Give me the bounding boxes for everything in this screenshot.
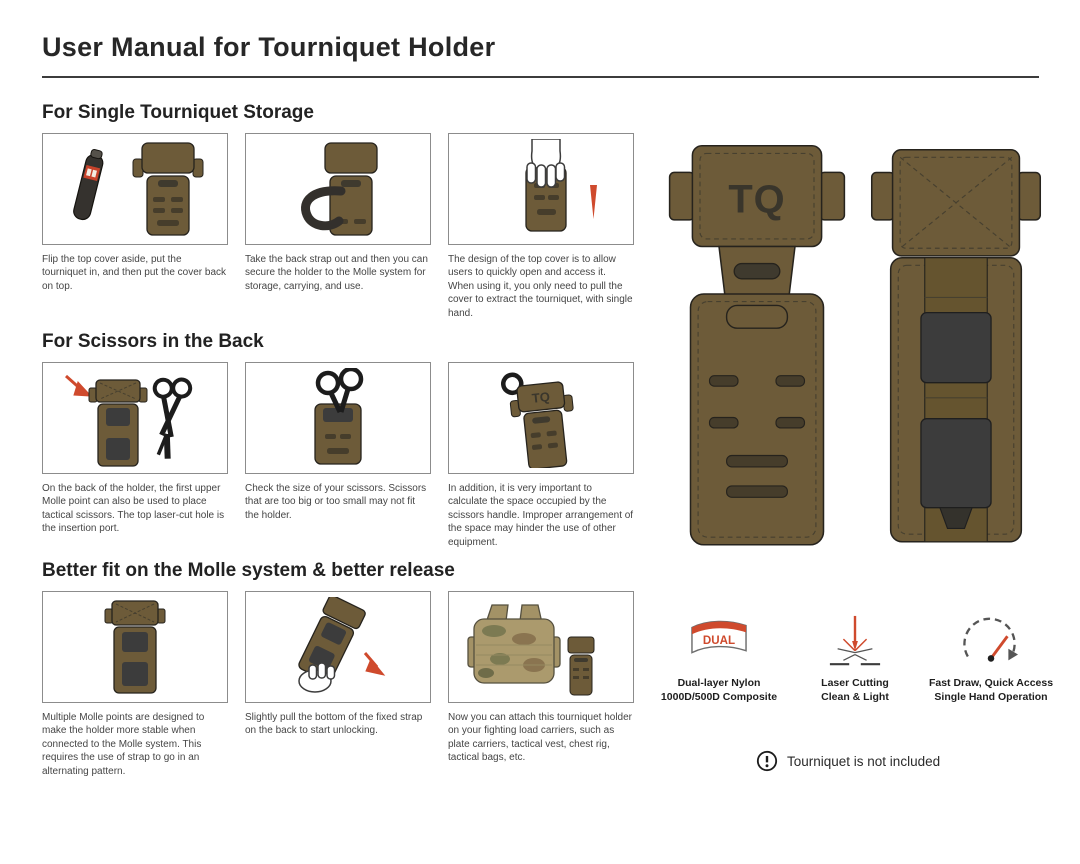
step-card: Take the back strap out and then you can… xyxy=(245,133,431,320)
step-caption: On the back of the holder, the first upp… xyxy=(42,483,225,535)
step-caption: In addition, it is very important to cal… xyxy=(448,483,634,548)
steps-row: Multiple Molle points are designed to ma… xyxy=(42,591,642,778)
scissors-icon xyxy=(315,368,364,414)
step-card: Now you can attach this tourniquet holde… xyxy=(448,591,634,778)
dual-layer-flag-icon: DUAL xyxy=(655,612,783,670)
scissors-handle-icon xyxy=(501,372,524,396)
holder-molle-points-illustration xyxy=(104,600,166,694)
pull-bottom-strap-illustration xyxy=(298,597,386,693)
feature-title: Dual-layer Nylon xyxy=(677,677,761,689)
holder-strap-out-illustration xyxy=(301,142,378,236)
plate-carrier-illustration xyxy=(467,604,595,696)
dual-badge: DUAL xyxy=(703,635,735,647)
step-card: Slightly pull the bottom of the fixed st… xyxy=(245,591,431,778)
figure-pull-strap xyxy=(245,591,431,703)
step-card: Flip the top cover aside, put the tourni… xyxy=(42,133,228,320)
step-caption: The design of the top cover is to allow … xyxy=(448,254,633,319)
section-molle-fit-release: Better fit on the Molle system & better … xyxy=(42,560,642,778)
step-card: The design of the top cover is to allow … xyxy=(448,133,634,320)
feature-title: Laser Cutting xyxy=(821,677,889,689)
tourniquet-note: Tourniquet is not included xyxy=(756,750,940,772)
exclamation-circle-icon xyxy=(756,750,778,772)
section-scissors-in-back: For Scissors in the Back xyxy=(42,331,642,549)
step-card: TQ In addition, it is very important to … xyxy=(448,362,634,549)
step-caption: Now you can attach this tourniquet holde… xyxy=(448,712,632,764)
figure-scissors-size xyxy=(245,362,431,474)
step-caption: Check the size of your scissors. Scissor… xyxy=(245,483,427,521)
step-card: Multiple Molle points are designed to ma… xyxy=(42,591,228,778)
feature-highlights: DUAL Dual-layer Nylon 1000D/500D Composi… xyxy=(655,612,1055,704)
figure-flip-cover xyxy=(42,133,228,245)
figure-molle-points xyxy=(42,591,228,703)
product-logo: TQ xyxy=(728,177,785,221)
step-caption: Multiple Molle points are designed to ma… xyxy=(42,712,205,777)
section-heading: For Scissors in the Back xyxy=(42,331,264,352)
holder-back-scissors-illustration xyxy=(65,374,193,467)
step-caption: Flip the top cover aside, put the tourni… xyxy=(42,254,227,292)
feature-subtitle: Clean & Light xyxy=(821,690,889,703)
scissors-size-check-illustration xyxy=(314,368,364,465)
red-arrow-icon xyxy=(363,652,386,676)
product-front-view: TQ xyxy=(662,142,852,565)
figure-single-hand-pull xyxy=(448,133,634,245)
feature-subtitle: Single Hand Operation xyxy=(934,690,1048,703)
title-divider xyxy=(42,76,1039,78)
product-logo: TQ xyxy=(531,389,551,406)
red-arrow-icon xyxy=(65,374,93,397)
steps-row: On the back of the holder, the first upp… xyxy=(42,362,642,549)
figure-scissors-port xyxy=(42,362,228,474)
feature-laser-cutting: Laser Cutting Clean & Light xyxy=(791,612,919,704)
step-caption: Take the back strap out and then you can… xyxy=(245,254,428,292)
tourniquet-and-holder-illustration xyxy=(73,142,204,236)
section-heading: Better fit on the Molle system & better … xyxy=(42,560,455,581)
holder-back-illustration xyxy=(870,149,1042,543)
holder-front-illustration: TQ xyxy=(668,145,846,546)
section-heading: For Single Tourniquet Storage xyxy=(42,102,314,123)
fast-draw-icon xyxy=(927,612,1055,670)
feature-subtitle: 1000D/500D Composite xyxy=(660,690,778,703)
page-title: User Manual for Tourniquet Holder xyxy=(42,32,496,62)
scissors-handle-space-illustration: TQ xyxy=(501,372,574,468)
laser-cutting-icon xyxy=(791,612,919,670)
product-back-view xyxy=(866,146,1046,560)
feature-fast-draw: Fast Draw, Quick Access Single Hand Oper… xyxy=(927,612,1055,704)
feature-title: Fast Draw, Quick Access xyxy=(928,677,1054,689)
section-single-tourniquet-storage: For Single Tourniquet Storage xyxy=(42,102,642,320)
scissors-icon xyxy=(152,377,193,459)
hand-icon xyxy=(298,662,336,693)
step-caption: Slightly pull the bottom of the fixed st… xyxy=(245,712,423,737)
note-text: Tourniquet is not included xyxy=(787,753,941,769)
hand-pulling-cover-illustration xyxy=(525,139,597,232)
step-card: On the back of the holder, the first upp… xyxy=(42,362,228,549)
steps-row: Flip the top cover aside, put the tourni… xyxy=(42,133,642,320)
figure-back-strap xyxy=(245,133,431,245)
feature-dual-layer: DUAL Dual-layer Nylon 1000D/500D Composi… xyxy=(655,612,783,704)
figure-handle-space: TQ xyxy=(448,362,634,474)
step-card: Check the size of your scissors. Scissor… xyxy=(245,362,431,549)
red-arrow-icon xyxy=(590,185,597,219)
figure-plate-carrier xyxy=(448,591,634,703)
